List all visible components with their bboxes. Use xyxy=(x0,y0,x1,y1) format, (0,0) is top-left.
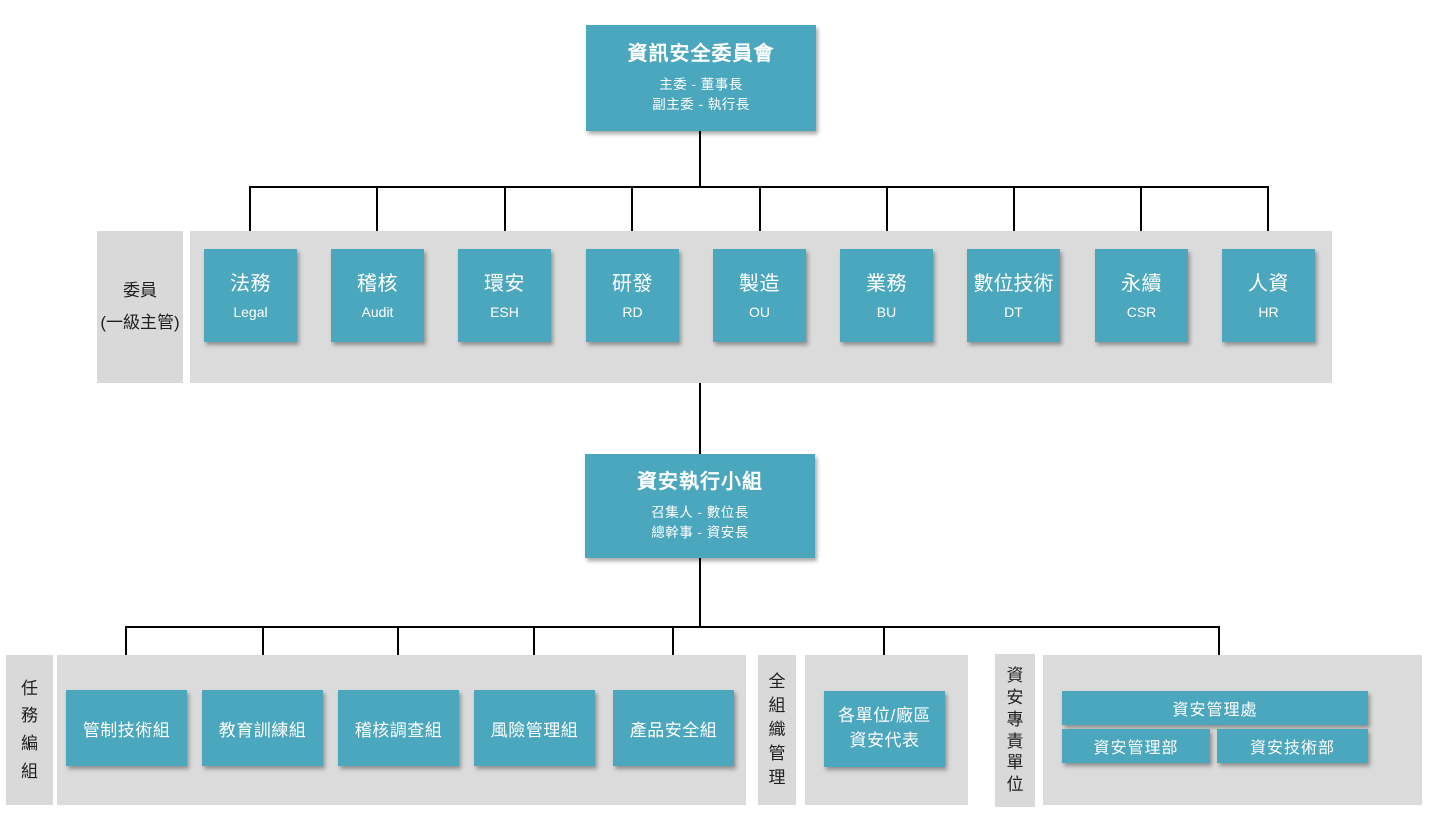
task-group-box-product-security: 產品安全組 xyxy=(613,690,734,766)
connector-line xyxy=(699,382,701,455)
member-box-legal: 法務 Legal xyxy=(204,249,297,342)
execution-team-title: 資安執行小組 xyxy=(637,470,763,493)
member-box-bu: 業務 BU xyxy=(840,249,933,342)
security-technology-dept-box: 資安技術部 xyxy=(1217,729,1368,763)
member-en-label: BU xyxy=(876,304,897,320)
connector-line xyxy=(1267,186,1269,250)
task-group-box-risk-management: 風險管理組 xyxy=(474,690,595,766)
task-group-box-audit-investigation: 稽核調查組 xyxy=(338,690,459,766)
task-groups-section-label: 任 務 編 組 xyxy=(6,655,53,805)
task-group-label: 管制技術組 xyxy=(82,720,171,740)
committee-chair-line: 主委 - 董事長 xyxy=(659,76,743,92)
member-box-rd: 研發 RD xyxy=(586,249,679,342)
member-en-label: Audit xyxy=(361,304,394,320)
member-zh-label: 業務 xyxy=(866,273,907,295)
connector-line xyxy=(759,186,761,250)
security-management-dept-box: 資安管理部 xyxy=(1062,729,1210,763)
member-en-label: RD xyxy=(622,304,643,320)
member-zh-label: 研發 xyxy=(612,273,653,295)
member-zh-label: 永續 xyxy=(1121,273,1162,295)
connector-line xyxy=(1013,186,1015,250)
member-zh-label: 數位技術 xyxy=(973,273,1054,295)
task-group-label: 教育訓練組 xyxy=(218,720,307,740)
member-zh-label: 製造 xyxy=(739,273,780,295)
connector-line xyxy=(699,557,701,628)
member-zh-label: 法務 xyxy=(230,273,271,295)
member-box-hr: 人資 HR xyxy=(1222,249,1315,342)
task-group-box-education-training: 教育訓練組 xyxy=(202,690,323,766)
member-zh-label: 環安 xyxy=(484,273,525,295)
task-group-box-control-tech: 管制技術組 xyxy=(66,690,187,766)
department-label: 資安技術部 xyxy=(1249,740,1335,757)
execution-team-box: 資安執行小組 召集人 - 數位長 總幹事 - 資安長 xyxy=(585,454,815,558)
member-en-label: HR xyxy=(1258,304,1279,320)
task-group-label: 產品安全組 xyxy=(629,720,718,740)
info-security-committee-box: 資訊安全委員會 主委 - 董事長 副主委 - 執行長 xyxy=(586,25,816,131)
connector-line xyxy=(504,186,506,250)
connector-line xyxy=(886,186,888,250)
member-box-esh: 環安 ESH xyxy=(458,249,551,342)
member-en-label: ESH xyxy=(490,304,519,320)
task-group-label: 風險管理組 xyxy=(490,720,579,740)
connector-line xyxy=(376,186,378,250)
member-en-label: DT xyxy=(1004,304,1023,320)
connector-line xyxy=(249,186,251,250)
member-box-ou: 製造 OU xyxy=(713,249,806,342)
task-group-label: 稽核調查組 xyxy=(354,720,443,740)
committee-title: 資訊安全委員會 xyxy=(627,42,775,65)
execution-team-secretary-line: 總幹事 - 資安長 xyxy=(651,524,749,540)
member-box-audit: 稽核 Audit xyxy=(331,249,424,342)
committee-row-label: 委員 (一級主管) xyxy=(97,231,183,383)
connector-line xyxy=(631,186,633,250)
connector-line xyxy=(1140,186,1142,250)
org-wide-section-label: 全 組 織 管 理 xyxy=(758,655,796,805)
member-en-label: CSR xyxy=(1126,304,1157,320)
execution-team-convener-line: 召集人 - 數位長 xyxy=(651,504,749,520)
unit-site-representatives-box: 各單位/廠區 資安代表 xyxy=(824,691,945,767)
member-en-label: OU xyxy=(749,304,770,320)
committee-vice-chair-line: 副主委 - 執行長 xyxy=(652,96,750,112)
member-box-dt: 數位技術 DT xyxy=(967,249,1060,342)
division-label: 資安管理處 xyxy=(1172,702,1258,719)
member-zh-label: 人資 xyxy=(1248,273,1289,295)
member-zh-label: 稽核 xyxy=(357,273,398,295)
member-en-label: Legal xyxy=(233,304,268,320)
dedicated-unit-section-label: 資 安 專 責 單 位 xyxy=(995,654,1035,807)
member-box-csr: 永續 CSR xyxy=(1095,249,1188,342)
department-label: 資安管理部 xyxy=(1093,740,1179,757)
connector-line xyxy=(699,131,701,188)
security-management-division-box: 資安管理處 xyxy=(1062,691,1368,725)
